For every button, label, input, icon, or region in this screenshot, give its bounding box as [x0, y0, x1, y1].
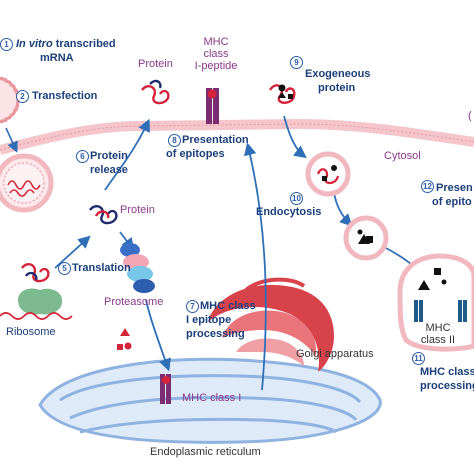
proteasome-label: Proteasome [104, 296, 164, 308]
mhc-molecule-icon [160, 374, 171, 404]
mhc1-processing-label-2: I epitope [186, 314, 232, 326]
ribosome-icon [0, 288, 73, 320]
proteasome-icon [120, 243, 155, 293]
mhc-molecule-icon [206, 88, 219, 124]
presentation-label-1: Presentation [182, 134, 249, 146]
translation-label: Translation [72, 262, 131, 274]
mhc1-processing-label-1: MHC class [200, 300, 256, 312]
mhc-class-ii-label-2: class II [420, 334, 456, 346]
cytosol-label: Cytosol [384, 150, 421, 162]
protein-coil-icon [21, 263, 50, 283]
mhc-class-ii-label-1: MHC [425, 322, 451, 334]
golgi-icon [208, 277, 334, 372]
exogeneous-label-1: Exogeneous [305, 68, 371, 80]
protein-coil-icon [89, 205, 118, 225]
mhc1-processing-label-3: processing [186, 328, 245, 340]
in-vitro-label: In vitro transcribed [16, 38, 116, 50]
endocytosis-label: Endocytosis [256, 206, 322, 218]
step-12-badge: 12 [421, 180, 434, 193]
presentation-label-2: of epitopes [166, 148, 225, 160]
lipid-nanoparticle-icon [0, 76, 20, 124]
mhc-class-ii-compartment [397, 253, 474, 352]
mhc-peptide-label-1: MHC [203, 36, 229, 48]
step-1-badge: 1 [0, 38, 13, 51]
mhc-class-processing-label-2: processing [420, 380, 474, 392]
step-9-badge: 9 [290, 56, 303, 69]
step-2-badge: 2 [16, 90, 29, 103]
exogeneous-label-2: protein [318, 82, 356, 94]
presentation-right-label-2: of epito [432, 196, 472, 208]
step-11-badge: 11 [412, 352, 425, 365]
late-endosome-icon [343, 215, 389, 261]
step-5-badge: 5 [58, 262, 71, 275]
step-7-badge: 7 [186, 300, 199, 313]
er-label: Endoplasmic reticulum [150, 446, 261, 458]
endoplasmic-reticulum [38, 357, 382, 444]
protein-coil-icon [268, 84, 296, 104]
transfection-label: Transfection [32, 90, 98, 102]
protein-coil-icon [141, 79, 170, 105]
protein-mid-label: Protein [120, 204, 155, 216]
ribosome-label: Ribosome [6, 326, 56, 338]
presentation-right-label-1: Presen [436, 182, 473, 194]
protein-release-label-2: release [90, 164, 128, 176]
endocytic-vesicle-icon [305, 151, 351, 197]
mhc-class-processing-label-1: MHC class [420, 366, 474, 378]
step-6-badge: 6 [76, 150, 89, 163]
mhc-peptide-label-3: I-peptide [194, 60, 238, 72]
endosome-icon [0, 153, 54, 213]
mrna-label: mRNA [40, 52, 74, 64]
step-10-badge: 10 [290, 192, 303, 205]
mhc-class-i-label: MHC class I [182, 392, 242, 404]
mhc-peptide-label-2: class [203, 48, 229, 60]
protein-release-label-1: Protein [90, 150, 128, 162]
edge-fragment: ( [468, 110, 472, 122]
step-8-badge: 8 [168, 134, 181, 147]
golgi-label: Golgi apparatus [296, 348, 374, 360]
protein-top-label: Protein [138, 58, 173, 70]
peptide-fragments-icon [117, 328, 132, 350]
